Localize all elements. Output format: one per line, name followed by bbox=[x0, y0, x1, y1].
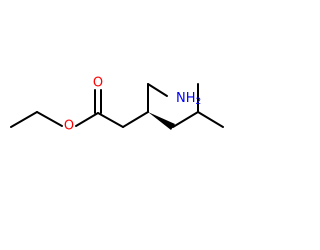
amine-subscript: 2 bbox=[196, 97, 202, 107]
bond-layer bbox=[10, 83, 224, 128]
bond-ch2-ch bbox=[172, 111, 199, 128]
bond-ethyl-ch2-o bbox=[36, 111, 63, 127]
bond-ch2-amine bbox=[147, 83, 168, 97]
wedge-bond bbox=[148, 112, 175, 130]
amine-symbol: NH bbox=[176, 91, 196, 106]
bond-ethyl-ch3-ch2 bbox=[10, 111, 38, 128]
bond-carbonyl-ch2 bbox=[97, 112, 124, 128]
structure-canvas: O O NH2 bbox=[10, 76, 224, 134]
atom-labels: O O NH2 bbox=[64, 76, 201, 134]
bond-ch-ch3-right bbox=[197, 111, 224, 128]
amine-label: NH2 bbox=[176, 91, 201, 107]
carbonyl-oxygen-label: O bbox=[93, 76, 103, 91]
bond-ch2-stereocenter bbox=[122, 111, 149, 128]
ester-oxygen-label: O bbox=[64, 119, 74, 134]
bond-o-carbonyl-carbon bbox=[75, 112, 99, 127]
